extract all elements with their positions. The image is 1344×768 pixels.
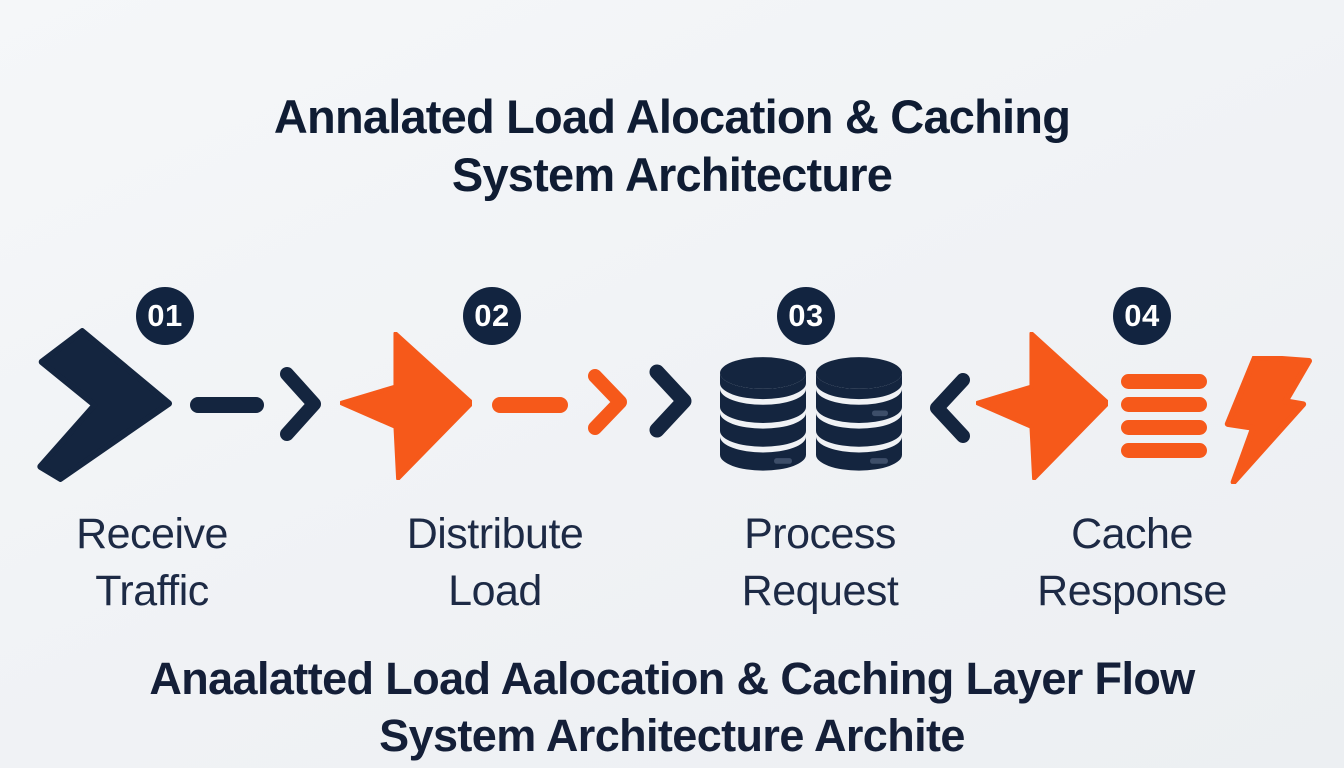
database-stack-icon — [814, 356, 904, 474]
send-arrow-icon — [976, 332, 1108, 480]
title-line2: System Architecture — [451, 148, 893, 201]
step-3-badge: 03 — [777, 287, 835, 345]
cache-layers-icon — [1120, 374, 1208, 458]
send-arrow-icon — [340, 332, 472, 480]
step-1-label-line1: Receive — [76, 510, 228, 558]
step-4-label: Cache Response — [992, 506, 1272, 620]
step-1-label: Receive Traffic — [12, 506, 292, 620]
flow-dash-2 — [492, 397, 568, 413]
database-stack-icon — [718, 356, 808, 474]
chevron-left-icon — [928, 372, 972, 444]
lightning-bolt-icon — [1214, 356, 1312, 484]
step-4-badge: 04 — [1113, 287, 1171, 345]
step-1-number: 01 — [147, 298, 183, 333]
flow-dash-1 — [190, 397, 264, 413]
step-2-label-line2: Load — [448, 567, 542, 615]
chevron-right-icon — [586, 368, 630, 436]
step-1-label-line2: Traffic — [95, 567, 209, 615]
chevron-right-icon — [648, 364, 694, 438]
step-3-label-line2: Request — [741, 567, 899, 615]
title-line1: Annalated Load Alocation & Caching — [273, 90, 1071, 143]
caption-line2: System Architecture Archite — [379, 710, 965, 761]
step-4-label-line1: Cache — [1071, 510, 1193, 558]
diagram-caption: Anaalatted Load Aalocation & Caching Lay… — [0, 650, 1344, 764]
diagram-title: Annalated Load Alocation & Caching Syste… — [0, 88, 1344, 204]
chevron-right-icon — [278, 366, 324, 442]
step-2-label: Distribute Load — [355, 506, 635, 620]
step-3-number: 03 — [788, 298, 824, 333]
chevron-arrow-icon — [36, 328, 172, 482]
step-2-label-line1: Distribute — [406, 510, 584, 558]
step-2-badge: 02 — [463, 287, 521, 345]
step-4-label-line2: Response — [1037, 567, 1227, 615]
step-3-label-line1: Process — [744, 510, 896, 558]
step-1-badge: 01 — [136, 287, 194, 345]
step-3-label: Process Request — [680, 506, 960, 620]
caption-line1: Anaalatted Load Aalocation & Caching Lay… — [149, 653, 1195, 704]
step-4-number: 04 — [1124, 298, 1160, 333]
step-2-number: 02 — [474, 298, 510, 333]
